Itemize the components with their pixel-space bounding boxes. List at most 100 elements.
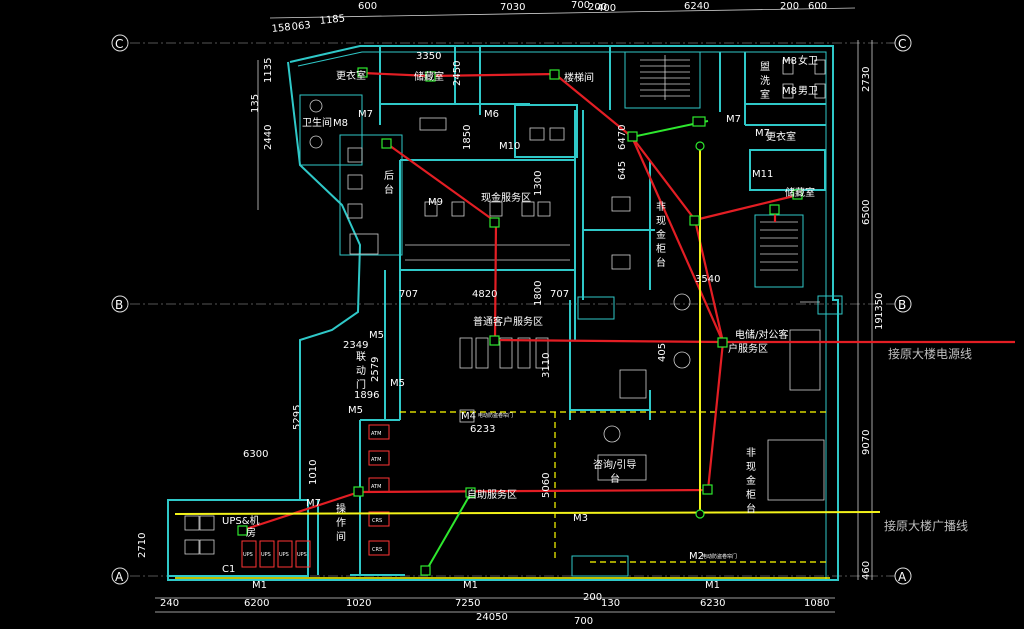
dim-3110: 3110 xyxy=(541,353,552,378)
room-labels: 更衣室 储藏室 楼梯间 卫生间 盥 洗 室 女卫 男卫 更衣室 储藏室 后 台 … xyxy=(222,54,818,543)
shutter-m2-label: 电动防盗卷帘门 xyxy=(702,553,737,560)
dim-top-7: 400 xyxy=(597,3,616,14)
grid-label-b-left: B xyxy=(115,298,123,312)
dim-3350: 3350 xyxy=(416,51,441,62)
room-non-cash-top-3: 金 xyxy=(656,228,666,241)
ups-label-1: UPS xyxy=(243,552,253,558)
grid-bubble-a-right xyxy=(894,567,912,585)
dim-right-2: 1350 xyxy=(874,293,885,318)
grid-bubble-c-left xyxy=(111,34,129,52)
dim-top-5: 700 xyxy=(571,0,590,11)
dim-bottom-0: 240 xyxy=(160,598,179,609)
room-back-2: 台 xyxy=(384,183,394,196)
door-m4: M4 xyxy=(461,411,476,422)
room-consult-2: 台 xyxy=(610,472,620,485)
room-self-service: 自助服务区 xyxy=(467,488,517,501)
grid-label-b-right: B xyxy=(898,298,906,312)
room-locker-left: 更衣室 xyxy=(336,69,366,82)
dim-right-3: 9070 xyxy=(861,430,872,455)
dim-4820: 4820 xyxy=(472,289,497,300)
door-m5a: M5 xyxy=(369,330,384,341)
dim-right-4: 460 xyxy=(861,561,872,580)
dim-bottom-4: 200 xyxy=(583,592,602,603)
dim-top-0: 158 xyxy=(271,22,291,35)
dim-top-3: 600 xyxy=(358,1,377,12)
dim-707b: 707 xyxy=(550,289,569,300)
door-m7b: M7 xyxy=(726,114,741,125)
grid-label-c-right: C xyxy=(898,37,906,51)
dim-bottom-7: 1080 xyxy=(804,598,829,609)
dim-top-9: 200 xyxy=(780,1,799,12)
atm-box-1 xyxy=(368,424,390,440)
room-op-3: 间 xyxy=(336,530,346,543)
ups-box-3 xyxy=(277,540,293,568)
door-m8a: M8 xyxy=(333,118,348,129)
dim-left-0: 1135 xyxy=(263,58,274,83)
equipment: ATM ATM ATM CRS CRS UPS UPS UPS UPS xyxy=(241,424,390,568)
dim-top-1: 063 xyxy=(291,20,311,33)
ups-label-3: UPS xyxy=(279,552,289,558)
dim-top-8: 6240 xyxy=(684,1,709,12)
door-m7d: M7 xyxy=(306,498,321,509)
grid-bubble-c-right xyxy=(894,34,912,52)
door-c1: C1 xyxy=(222,564,235,575)
dim-1300: 1300 xyxy=(533,171,544,196)
junction-markers xyxy=(237,67,803,576)
door-m1b: M1 xyxy=(463,580,478,591)
dimension-lines xyxy=(155,7,873,613)
left-dimensions: 1135 135 2440 5295 1010 2710 xyxy=(137,58,319,558)
door-m1a: M1 xyxy=(252,580,267,591)
dim-top-10: 600 xyxy=(808,1,827,12)
room-storage: 储藏室 xyxy=(414,70,444,83)
atm-box-2 xyxy=(368,450,390,466)
ups-box-2 xyxy=(259,540,275,568)
dim-left-3: 5295 xyxy=(292,405,303,430)
door-m2: M2 xyxy=(689,551,704,562)
dim-bottom-5: 130 xyxy=(601,598,620,609)
door-m8c: M8 xyxy=(782,86,797,97)
dim-bottom-6: 6230 xyxy=(700,598,725,609)
dim-1850: 1850 xyxy=(462,125,473,150)
dim-405: 405 xyxy=(657,343,668,362)
stairs-top xyxy=(640,55,690,100)
dim-3540: 3540 xyxy=(695,274,720,285)
room-consult-1: 咨询/引导 xyxy=(593,458,636,471)
atm-label-2: ATM xyxy=(371,457,381,463)
ups-label-4: UPS xyxy=(297,552,307,558)
room-op-1: 操 xyxy=(336,502,346,515)
dim-bottom-1: 6200 xyxy=(244,598,269,609)
ups-box-1 xyxy=(241,540,257,568)
dim-6300: 6300 xyxy=(243,449,268,460)
dim-645: 645 xyxy=(617,161,628,180)
dim-bottom-total: 24050 xyxy=(476,612,508,623)
dim-bottom-700: 700 xyxy=(574,616,593,627)
dim-2579: 2579 xyxy=(370,357,381,382)
right-dimensions: 2730 6500 1350 19 9070 460 xyxy=(861,67,885,580)
dim-bottom-2: 1020 xyxy=(346,598,371,609)
room-non-cash-bottom-2: 现 xyxy=(746,461,756,473)
room-non-cash-bottom-3: 金 xyxy=(746,474,756,487)
inner-dimensions: 3350 2450 1850 6470 645 1300 707 4820 70… xyxy=(243,51,720,498)
room-ups-2: 房 xyxy=(246,526,256,539)
walls xyxy=(167,45,843,581)
dim-left-4: 1010 xyxy=(308,460,319,485)
furniture xyxy=(184,55,826,555)
room-non-cash-top-2: 现 xyxy=(656,215,666,227)
room-back-1: 后 xyxy=(384,170,394,182)
dim-2450: 2450 xyxy=(452,61,463,86)
room-stairs: 楼梯间 xyxy=(564,71,594,84)
crs-box-2 xyxy=(368,540,390,556)
door-tags: M8 M7 M6 M10 M9 M7 M8 M8 M7 M11 M5 M5 M5… xyxy=(222,56,797,591)
grid-label-a-left: A xyxy=(115,570,124,584)
shutter-m4-label: 电动防盗卷帘门 xyxy=(478,412,513,419)
door-m7c: M7 xyxy=(755,128,770,139)
door-m5c: M5 xyxy=(348,405,363,416)
dim-right-1: 6500 xyxy=(861,200,872,225)
door-m8b: M8 xyxy=(782,56,797,67)
grid-bubble-b-left xyxy=(111,295,129,313)
dim-top-2: 1185 xyxy=(319,13,345,27)
room-ebank-1: 电储/对公客 xyxy=(735,328,788,341)
room-linkage-1: 联 xyxy=(356,351,366,363)
room-non-cash-bottom-1: 非 xyxy=(746,447,756,459)
room-non-cash-top-4: 柜 xyxy=(656,242,666,255)
